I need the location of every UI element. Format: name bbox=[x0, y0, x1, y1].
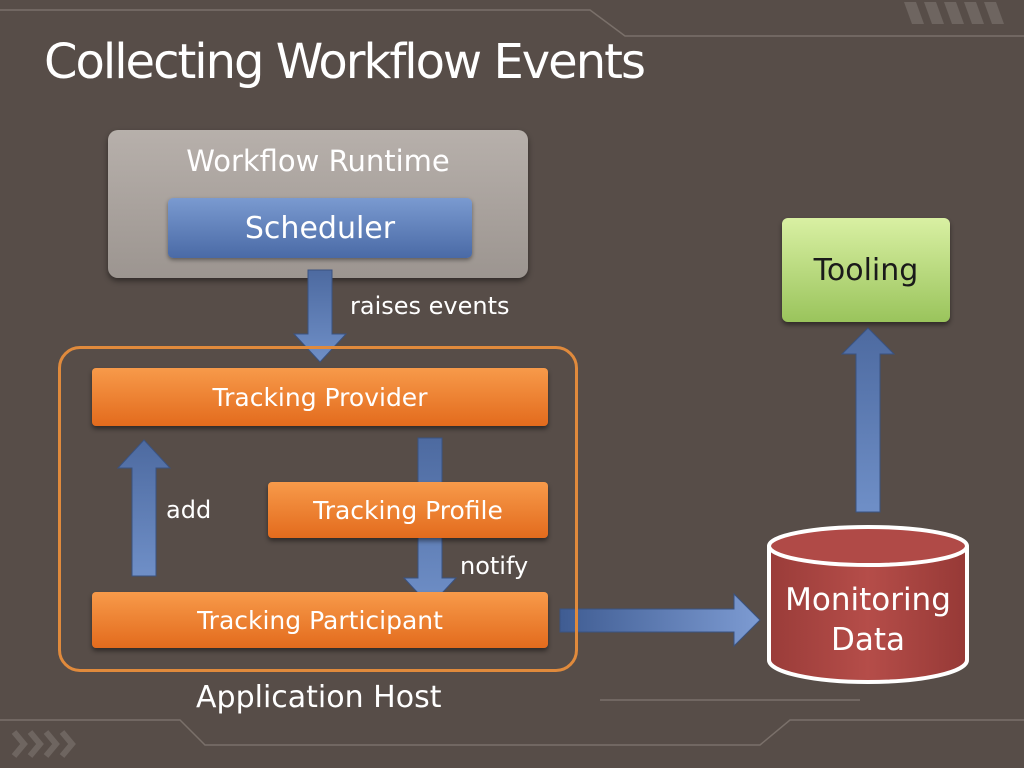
tracking-profile-box: Tracking Profile bbox=[268, 482, 548, 538]
chevrons-icon bbox=[11, 730, 76, 758]
tracking-provider-box: Tracking Provider bbox=[92, 368, 548, 426]
to-tooling-arrow bbox=[840, 327, 896, 513]
application-host-label: Application Host bbox=[196, 680, 442, 715]
scheduler-box: Scheduler bbox=[168, 198, 472, 258]
monitoring-data-cylinder bbox=[767, 525, 969, 684]
to-monitoring-arrow bbox=[559, 592, 761, 648]
add-arrow bbox=[116, 439, 172, 577]
page-title: Collecting Workflow Events bbox=[44, 34, 646, 90]
tracking-participant-box: Tracking Participant bbox=[92, 592, 548, 648]
add-label: add bbox=[166, 496, 212, 524]
monitoring-data-line1: Monitoring bbox=[785, 582, 951, 618]
raises-events-label: raises events bbox=[350, 292, 510, 320]
workflow-runtime-label: Workflow Runtime bbox=[186, 144, 450, 178]
workflow-runtime-box: Workflow Runtime Scheduler bbox=[108, 130, 528, 278]
application-host-box bbox=[58, 346, 578, 672]
stripe-icon bbox=[904, 2, 1004, 24]
notify-label: notify bbox=[460, 552, 529, 580]
monitoring-data-label: Monitoring Data bbox=[766, 580, 970, 660]
monitoring-data-line2: Data bbox=[830, 622, 906, 658]
tooling-box: Tooling bbox=[782, 218, 950, 322]
